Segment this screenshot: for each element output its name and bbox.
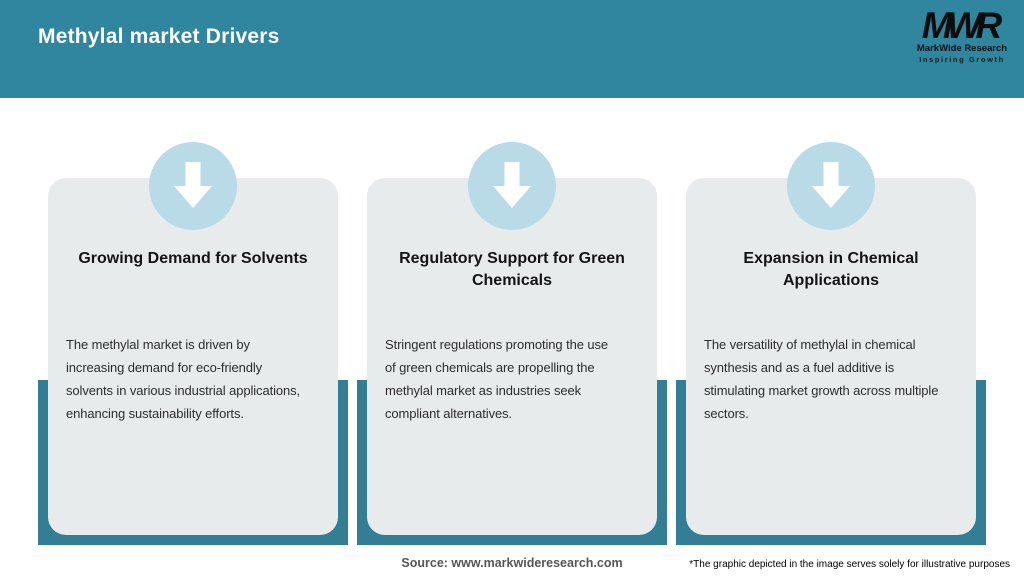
disclaimer-text: *The graphic depicted in the image serve… <box>689 559 1010 570</box>
driver-card-chemical-applications: Expansion in Chemical Applications The v… <box>686 178 976 535</box>
card-title: Regulatory Support for Green Chemicals <box>399 250 625 289</box>
logo-name: MarkWide Research <box>916 43 1008 54</box>
arrow-circle-badge <box>149 142 237 230</box>
driver-card-solvents: Growing Demand for Solvents The methylal… <box>48 178 338 535</box>
header-bar: Methylal market Drivers MWR MarkWide Res… <box>0 0 1024 98</box>
markwide-research-logo: MWR MarkWide Research Inspiring Growth <box>914 5 1010 64</box>
down-arrow-icon <box>174 162 212 208</box>
arrow-circle-badge <box>787 142 875 230</box>
arrow-circle-badge <box>468 142 556 230</box>
card-title: Growing Demand for Solvents <box>78 250 308 267</box>
card-title: Expansion in Chemical Applications <box>743 250 919 289</box>
down-arrow-icon <box>493 162 531 208</box>
logo-tagline: Inspiring Growth <box>919 55 1005 64</box>
logo-acronym: MWR <box>921 5 1002 46</box>
page-title: Methylal market Drivers <box>38 25 280 48</box>
down-arrow-icon <box>812 162 850 208</box>
card-description: The versatility of methylal in chemical … <box>704 337 939 421</box>
card-description: The methylal market is driven by increas… <box>66 337 301 421</box>
driver-card-green-chemicals: Regulatory Support for Green Chemicals S… <box>367 178 657 535</box>
source-text: Source: www.markwideresearch.com <box>401 556 623 570</box>
card-description: Stringent regulations promoting the use … <box>385 337 609 421</box>
